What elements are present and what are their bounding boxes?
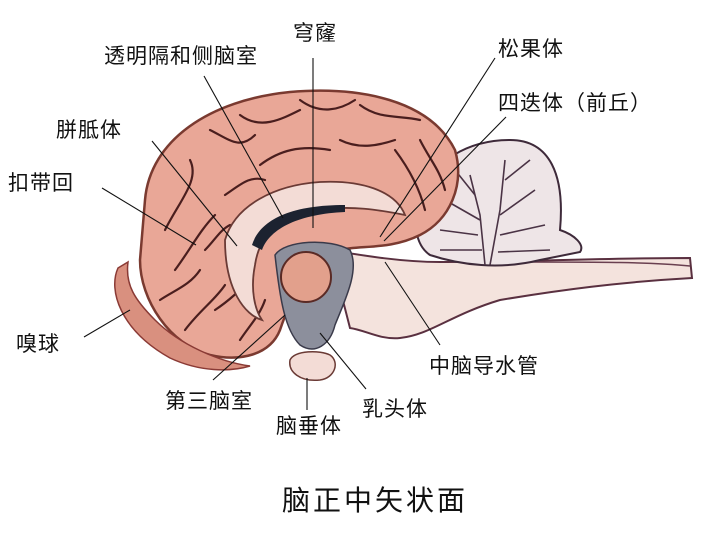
olfactory-bulb [114,260,251,371]
label-olfactory-bulb: 嗅球 [16,332,60,356]
label-fornix: 穹窿 [293,21,337,45]
label-third-ventricle: 第三脑室 [165,389,253,413]
label-corpus-callosum: 胼胝体 [56,118,122,142]
label-pineal-body: 松果体 [498,37,564,61]
pituitary-gland [289,350,336,381]
diagram-caption: 脑正中矢状面 [282,484,469,517]
label-superior-colliculus: 四迭体（前丘） [498,91,652,115]
leader-lines [83,57,507,410]
lateral-ventricle [252,205,345,250]
label-pituitary: 脑垂体 [276,414,342,438]
label-mammillary-body: 乳头体 [362,397,428,421]
label-cingulate-gyrus: 扣带回 [8,171,74,195]
thalamus [280,251,332,303]
label-septum-lateral-ventricle: 透明隔和侧脑室 [104,44,258,68]
label-cerebral-aqueduct: 中脑导水管 [429,354,539,378]
